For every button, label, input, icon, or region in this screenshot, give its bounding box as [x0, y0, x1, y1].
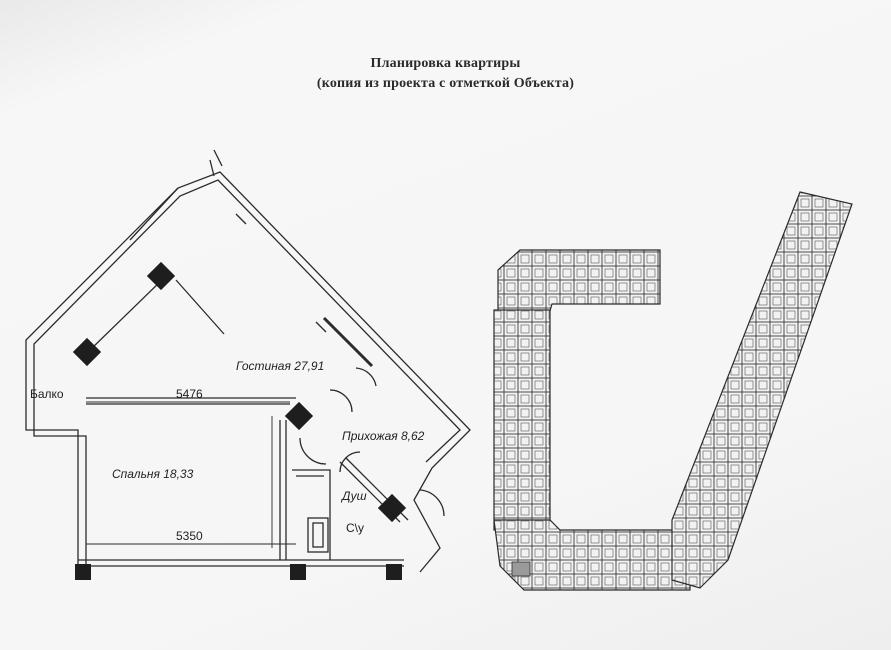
diagonal-wall-2	[175, 279, 225, 335]
window-mark-3	[235, 213, 247, 225]
outer-wall-inner	[33, 179, 461, 564]
window-mark-2	[213, 149, 223, 167]
building-bottom-wing	[493, 519, 691, 591]
dimension-label-bottom: 5350	[176, 529, 203, 543]
wc-fixture-inner	[312, 522, 324, 548]
column	[284, 401, 314, 431]
door-arc-5	[355, 367, 377, 387]
bath-wall	[292, 469, 331, 560]
living-wall-segment	[322, 316, 374, 368]
plan-subtitle: (копия из проекта с отметкой Объекта)	[316, 76, 575, 91]
room-label-bedroom: Спальня 18,33	[112, 467, 194, 481]
column	[290, 564, 306, 580]
building-top-wing	[497, 249, 661, 319]
balcony-wall	[129, 187, 179, 241]
building-left-wing	[493, 309, 551, 531]
column	[75, 564, 91, 580]
diagonal-wall	[89, 277, 165, 351]
column	[386, 564, 402, 580]
building-diagonal-wing	[671, 191, 853, 589]
wc-fixture	[307, 517, 329, 553]
room-label-wc: С\у	[346, 521, 364, 535]
room-label-balcony: Балко	[30, 387, 64, 401]
outer-wall	[25, 171, 471, 573]
window-mark	[209, 159, 215, 177]
door-arc-1	[329, 389, 353, 413]
door-arc-3	[339, 451, 361, 473]
door-arc-4	[419, 489, 445, 517]
apartment-marker	[511, 561, 531, 577]
window-mark-4	[315, 321, 327, 333]
room-label-hall: Прихожая 8,62	[342, 429, 425, 443]
room-label-shower: Душ	[340, 489, 367, 503]
plan-title: Планировка квартиры	[370, 56, 521, 71]
room-label-living: Гостиная 27,91	[236, 359, 324, 373]
door-arc-2	[299, 437, 327, 465]
dimension-label-top: 5476	[176, 387, 203, 401]
column	[377, 493, 407, 523]
